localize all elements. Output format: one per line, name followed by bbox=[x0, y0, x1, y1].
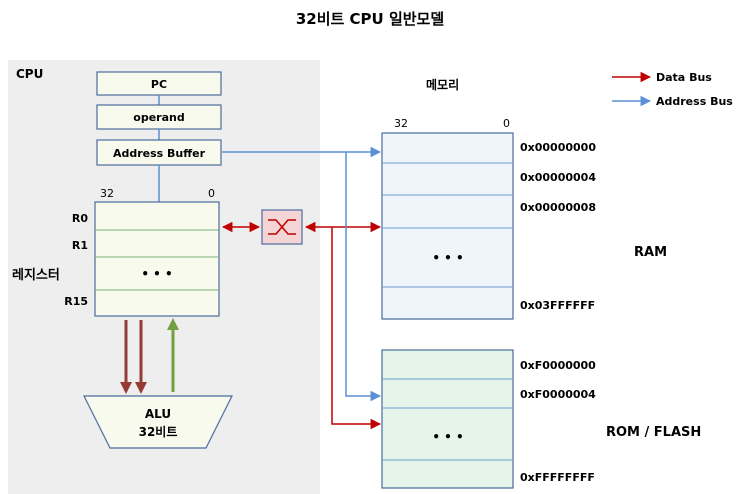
memory-label: 메모리 bbox=[426, 77, 459, 92]
rom-ellipsis: • • • bbox=[432, 430, 463, 444]
register-r1-label: R1 bbox=[72, 239, 88, 252]
rom-block bbox=[381, 349, 514, 489]
rom-address: 0xFFFFFFFF bbox=[520, 471, 595, 484]
register-r15-label: R15 bbox=[64, 295, 88, 308]
ram-label: RAM bbox=[634, 245, 667, 260]
address-buffer bbox=[96, 139, 222, 166]
operand-register bbox=[96, 104, 222, 130]
memory-bit-low: 0 bbox=[503, 117, 510, 130]
register-bit-high: 32 bbox=[100, 187, 114, 200]
ram-ellipsis: • • • bbox=[432, 251, 463, 265]
memory-bit-high: 32 bbox=[394, 117, 408, 130]
rom-address: 0xF0000004 bbox=[520, 388, 596, 401]
address-bus-rom bbox=[345, 152, 382, 402]
rom-address: 0xF0000000 bbox=[520, 359, 596, 372]
legend-data-bus-label: Data Bus bbox=[656, 71, 712, 84]
rom-label: ROM / FLASH bbox=[606, 425, 701, 440]
ram-address: 0x00000000 bbox=[520, 141, 596, 154]
legend-address-bus-label: Address Bus bbox=[656, 95, 733, 108]
register-r0-label: R0 bbox=[72, 212, 88, 225]
operand-label: operand bbox=[133, 111, 184, 124]
register-title: 레지스터 bbox=[12, 267, 60, 283]
alu-bits-label: 32비트 bbox=[139, 424, 178, 439]
register-ellipsis: • • • bbox=[141, 267, 172, 281]
ram-address: 0x00000004 bbox=[520, 171, 596, 184]
bus-switch-symbol bbox=[268, 219, 296, 235]
pc-label: PC bbox=[151, 78, 167, 91]
ram-address: 0x03FFFFFF bbox=[520, 299, 595, 312]
register-bit-low: 0 bbox=[208, 187, 215, 200]
alu-label: ALU bbox=[145, 407, 171, 421]
register-file bbox=[94, 201, 220, 317]
data-bus-switch-rom bbox=[331, 227, 382, 430]
address-buffer-label: Address Buffer bbox=[113, 147, 206, 160]
cpu-label: CPU bbox=[16, 67, 43, 81]
legend: Data Bus Address Bus bbox=[612, 71, 733, 108]
alu-unit bbox=[83, 395, 233, 449]
ram-block bbox=[381, 132, 514, 320]
ram-address: 0x00000008 bbox=[520, 201, 596, 214]
diagram-title: 32비트 CPU 일반모델 bbox=[296, 10, 445, 28]
